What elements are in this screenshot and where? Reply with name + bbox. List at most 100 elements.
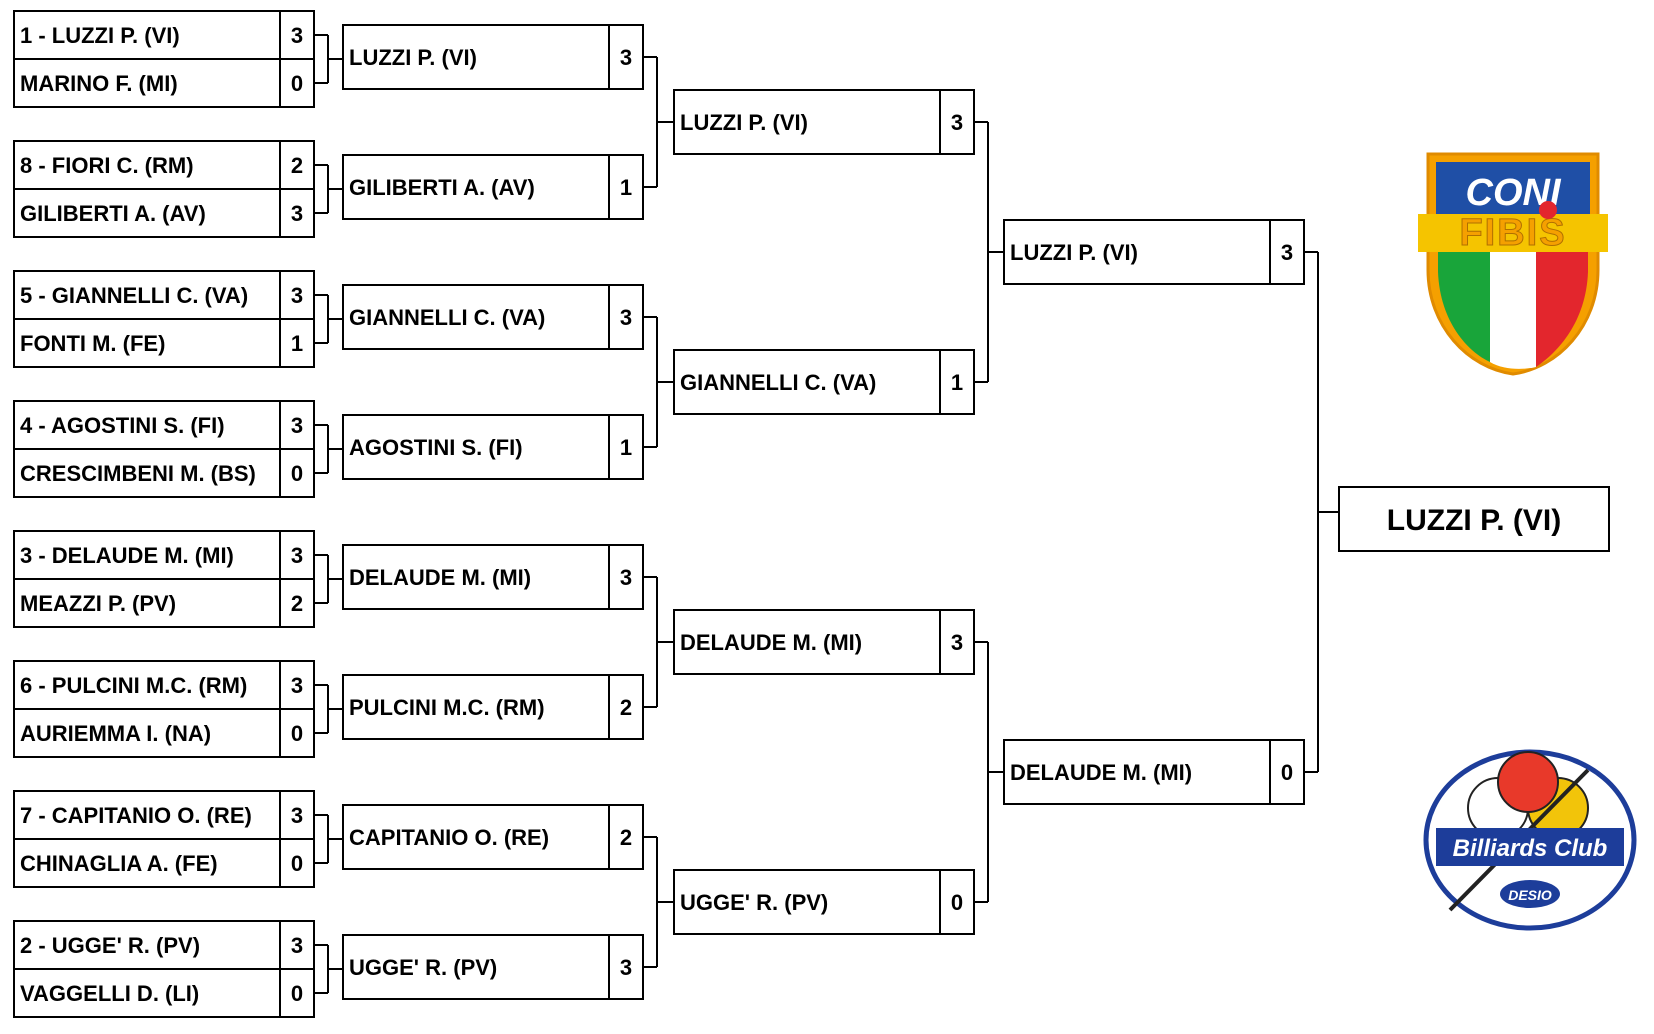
player-name: CRESCIMBENI M. (BS): [20, 461, 256, 486]
player-name: 2 - UGGE' R. (PV): [20, 933, 200, 958]
player-score: 1: [620, 175, 632, 200]
club-banner: [1436, 828, 1624, 866]
player-score: 3: [291, 933, 303, 958]
player-score: 3: [291, 803, 303, 828]
match-r1-slot-box: [13, 920, 315, 970]
match-r1-slot: CRESCIMBENI M. (BS)0: [13, 448, 315, 498]
match-r1-slot-box: [13, 578, 315, 628]
player-score: 0: [291, 721, 303, 746]
player-score: 3: [291, 413, 303, 438]
match-round3-slot-box: [673, 869, 975, 935]
match-round2-slot-box: [342, 934, 644, 1000]
fibis-shield-blue: [1436, 162, 1590, 214]
player-score: 3: [291, 283, 303, 308]
match-r1-slot-box: [13, 318, 315, 368]
match-r1-slot: 5 - GIANNELLI C. (VA) 3: [13, 270, 315, 320]
match-round4-slot-box: [1003, 739, 1305, 805]
match-round2-slot: GILIBERTI A. (AV) 1: [342, 154, 644, 220]
player-name: 7 - CAPITANIO O. (RE): [20, 803, 252, 828]
player-score: 2: [291, 591, 303, 616]
player-name: GILIBERTI A. (AV): [20, 201, 206, 226]
player-score: 0: [1281, 760, 1293, 785]
player-name: PULCINI M.C. (RM): [349, 695, 545, 720]
player-name: CHINAGLIA A. (FE): [20, 851, 218, 876]
match-r1-slot-box: [13, 58, 315, 108]
player-name: 1 - LUZZI P. (VI): [20, 23, 180, 48]
match-r1-slot: 8 - FIORI C. (RM) 2: [13, 140, 315, 190]
match-r1-slot-box: [13, 968, 315, 1018]
player-score: 0: [291, 851, 303, 876]
match-r1-slot: FONTI M. (FE)1: [13, 318, 315, 368]
player-score: 2: [620, 825, 632, 850]
player-score: 3: [620, 45, 632, 70]
match-r1-slot: 1 - LUZZI P. (VI)3: [13, 10, 315, 60]
match-round3-slot: DELAUDE M. (MI)3: [673, 609, 975, 675]
match-round3-slot-box: [673, 89, 975, 155]
match-r1-slot-box: [13, 530, 315, 580]
player-name: VAGGELLI D. (LI): [20, 981, 199, 1006]
billiards-club-logo: Billiards Club DESIO: [1423, 749, 1637, 931]
match-r1-slot: 4 - AGOSTINI S. (FI)3: [13, 400, 315, 450]
player-score: 3: [951, 630, 963, 655]
fibis-band: [1418, 214, 1608, 252]
player-score: 0: [951, 890, 963, 915]
player-score: 3: [291, 543, 303, 568]
player-score: 3: [951, 110, 963, 135]
match-r1-slot-box: [13, 660, 315, 710]
player-score: 2: [291, 153, 303, 178]
italy-flag-red: [1536, 252, 1588, 367]
match-r1-slot: MARINO F. (MI)0: [13, 58, 315, 108]
match-round2-slot: LUZZI P. (VI) 3: [342, 24, 644, 90]
club-town: DESIO: [1508, 887, 1552, 903]
italy-flag-white: [1490, 252, 1536, 369]
player-name: UGGE' R. (PV): [349, 955, 497, 980]
player-name: MARINO F. (MI): [20, 71, 178, 96]
fibis-text: FIBIS: [1459, 212, 1566, 254]
match-round2-slot-box: [342, 804, 644, 870]
player-name: GIANNELLI C. (VA): [349, 305, 545, 330]
match-round3-slot: GIANNELLI C. (VA)1: [673, 349, 975, 415]
fibis-logo: CONI FIBIS: [1418, 152, 1608, 376]
player-name: 8 - FIORI C. (RM): [20, 153, 194, 178]
match-round3-slot-box: [673, 609, 975, 675]
player-name: DELAUDE M. (MI): [1010, 760, 1192, 785]
match-r1-slot: GILIBERTI A. (AV)3: [13, 188, 315, 238]
match-round3-slot-box: [673, 349, 975, 415]
player-name: GILIBERTI A. (AV): [349, 175, 535, 200]
match-round2-slot-box: [342, 154, 644, 220]
player-score: 3: [620, 305, 632, 330]
player-score: 0: [291, 981, 303, 1006]
match-r1-slot: AURIEMMA I. (NA) 0: [13, 708, 315, 758]
match-r1-slot: 7 - CAPITANIO O. (RE) 3: [13, 790, 315, 840]
player-name: FONTI M. (FE): [20, 331, 165, 356]
player-name: MEAZZI P. (PV): [20, 591, 176, 616]
italy-flag-green: [1438, 252, 1490, 362]
match-round2-slot-box: [342, 544, 644, 610]
player-name: AURIEMMA I. (NA): [20, 721, 211, 746]
match-r1-slot-box: [13, 838, 315, 888]
player-name: 3 - DELAUDE M. (MI): [20, 543, 234, 568]
match-round2-slot: PULCINI M.C. (RM)2: [342, 674, 644, 740]
match-r1-slot-box: [13, 448, 315, 498]
match-r1-slot: 2 - UGGE' R. (PV) 3: [13, 920, 315, 970]
match-round2-slot: DELAUDE M. (MI)3: [342, 544, 644, 610]
champion-name: LUZZI P. (VI): [1387, 504, 1561, 537]
player-score: 3: [1281, 240, 1293, 265]
player-score: 3: [620, 955, 632, 980]
match-round2-slot-box: [342, 674, 644, 740]
champion: LUZZI P. (VI): [1338, 486, 1610, 552]
player-name: CAPITANIO O. (RE): [349, 825, 549, 850]
match-round2-slot: AGOSTINI S. (FI)1: [342, 414, 644, 480]
player-name: 5 - GIANNELLI C. (VA): [20, 283, 248, 308]
match-r1-slot-box: [13, 270, 315, 320]
bracket-connectors: [314, 34, 1339, 994]
player-name: LUZZI P. (VI): [349, 45, 477, 70]
match-r1-slot: MEAZZI P. (PV) 2: [13, 578, 315, 628]
match-r1-slot-box: [13, 790, 315, 840]
player-score: 3: [620, 565, 632, 590]
match-round4-slot-box: [1003, 219, 1305, 285]
